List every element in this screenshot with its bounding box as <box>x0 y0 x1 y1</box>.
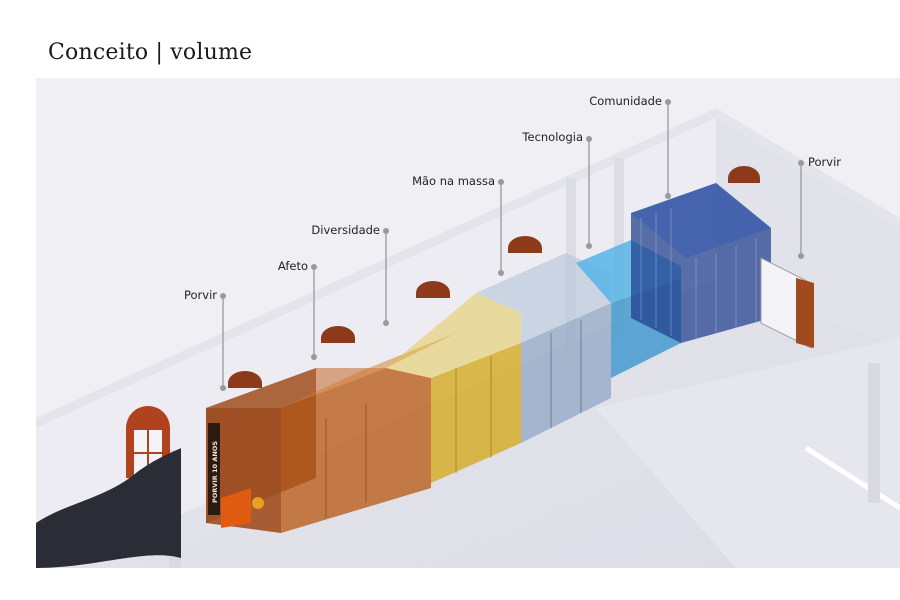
curtain <box>36 448 181 568</box>
label-mao-na-massa: Mão na massa <box>412 174 495 188</box>
volume-comunidade <box>631 183 771 343</box>
column <box>868 363 880 503</box>
leader-dots <box>220 99 804 391</box>
isometric-render: PORVIR 10 ANOS <box>36 78 900 568</box>
label-porvir-left: Porvir <box>183 288 217 302</box>
label-diversidade: Diversidade <box>311 223 380 237</box>
banner-text: PORVIR 10 ANOS <box>211 441 219 503</box>
volume-diversidade <box>386 293 521 483</box>
arched-windows <box>228 166 760 388</box>
label-porvir-right: Porvir <box>808 155 842 169</box>
label-comunidade: Comunidade <box>589 94 662 108</box>
volume-porvir-right <box>760 257 814 349</box>
building-scene: PORVIR 10 ANOS <box>36 78 900 568</box>
walkway <box>596 338 900 568</box>
label-afeto: Afeto <box>277 259 308 273</box>
walkway-stripe <box>804 445 900 511</box>
label-tecnologia: Tecnologia <box>522 130 583 144</box>
volume-mao-na-massa <box>476 253 611 443</box>
page-title: Conceito | volume <box>48 40 253 65</box>
leader-lines <box>222 102 802 388</box>
